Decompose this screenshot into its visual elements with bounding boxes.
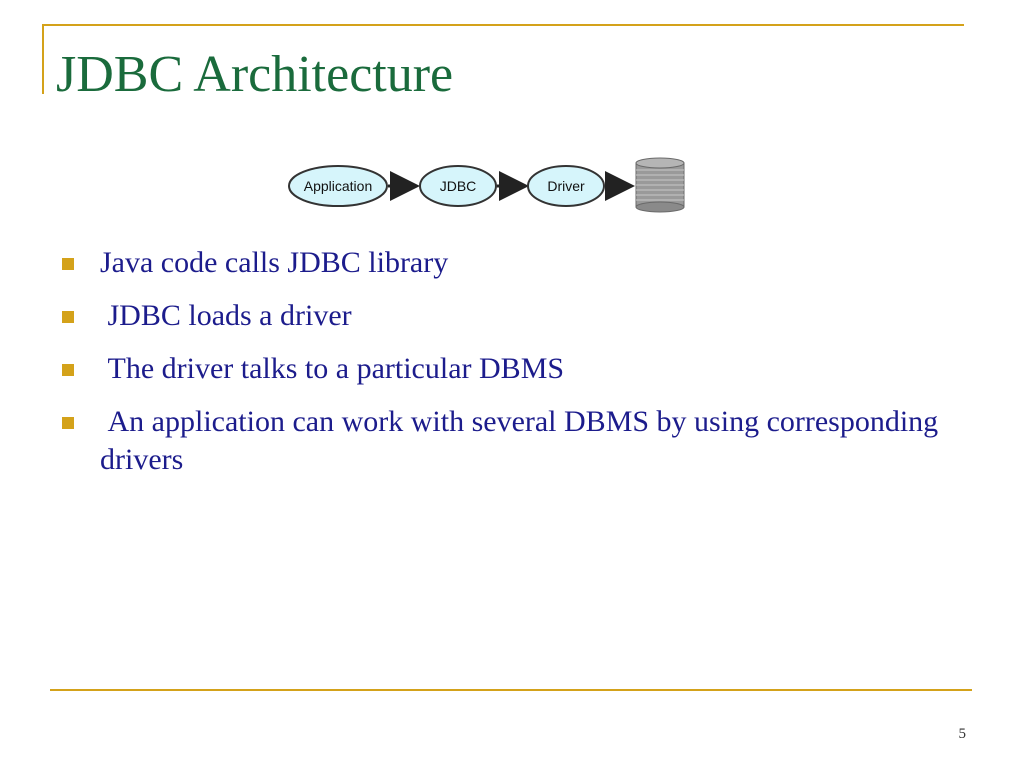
- page-number: 5: [958, 726, 967, 742]
- bullet-item: JDBC loads a driver: [62, 297, 962, 335]
- bullet-item: The driver talks to a particular DBMS: [62, 350, 962, 388]
- bullet-list: Java code calls JDBC library JDBC loads …: [62, 244, 962, 494]
- bullet-text: JDBC loads a driver: [100, 299, 352, 332]
- square-bullet-icon: [62, 258, 74, 270]
- jdbc-node-label: JDBC: [440, 178, 477, 194]
- square-bullet-icon: [62, 311, 74, 323]
- driver-node-label: Driver: [547, 178, 585, 194]
- bullet-item: An application can work with several DBM…: [62, 403, 962, 479]
- top-rule: [42, 24, 964, 26]
- bottom-rule: [50, 689, 972, 691]
- slide-title: JDBC Architecture: [56, 46, 454, 103]
- application-node-label: Application: [304, 178, 373, 194]
- square-bullet-icon: [62, 364, 74, 376]
- bullet-text: The driver talks to a particular DBMS: [100, 352, 565, 385]
- database-cylinder-icon: [635, 157, 685, 213]
- jdbc-architecture-diagram: Application JDBC Driver: [288, 157, 685, 213]
- left-accent-rule: [42, 24, 44, 94]
- application-node: [288, 165, 388, 207]
- bullet-item: Java code calls JDBC library: [62, 244, 962, 282]
- bullet-text: Java code calls JDBC library: [100, 246, 449, 279]
- bullet-text: An application can work with several DBM…: [100, 405, 946, 476]
- driver-node: [527, 165, 605, 207]
- square-bullet-icon: [62, 417, 74, 429]
- jdbc-node: [419, 165, 497, 207]
